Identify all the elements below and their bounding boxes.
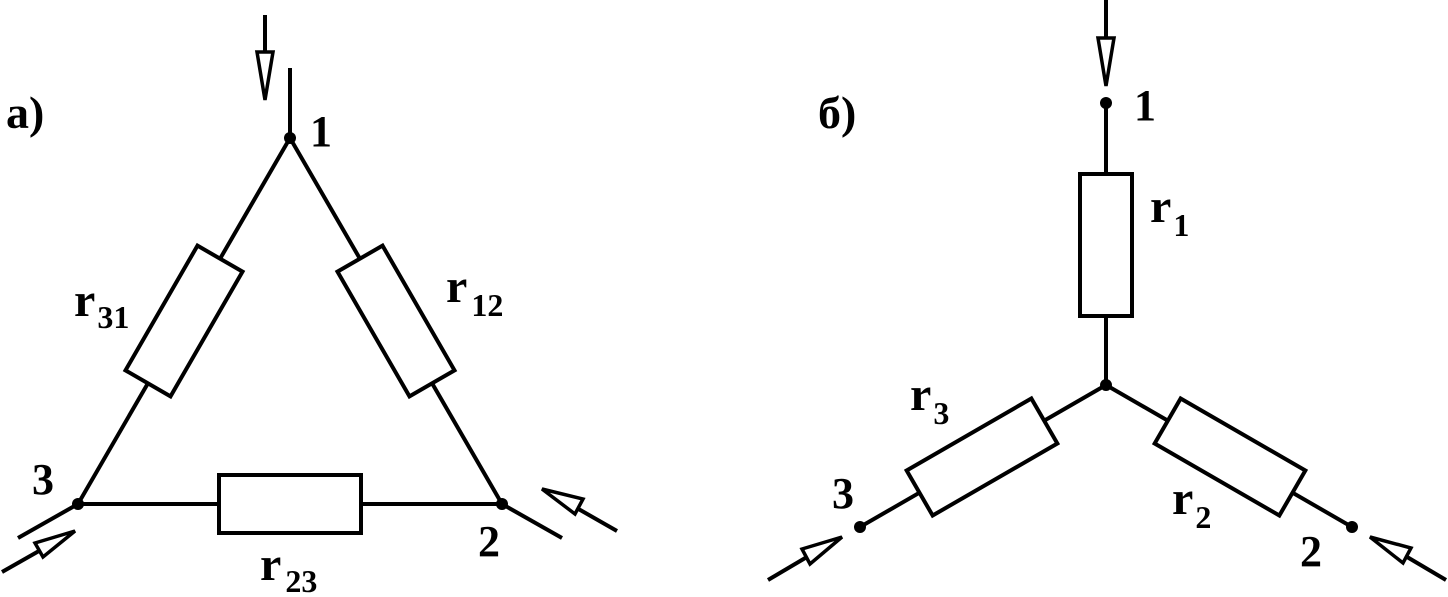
- r23-letter: r: [260, 538, 281, 591]
- star-terminal-1: [1100, 97, 1112, 109]
- delta-node-2-label: 2: [478, 517, 500, 566]
- r1-letter: r: [1150, 180, 1171, 233]
- star-node-1-label: 1: [1134, 81, 1156, 130]
- resistor-r31: [122, 242, 246, 400]
- delta-panel-label: а): [6, 87, 44, 138]
- delta-node-1-label: 1: [310, 107, 332, 156]
- resistor-r1: [1078, 172, 1134, 318]
- delta-node-3: [72, 498, 84, 510]
- star-node-2-label: 2: [1300, 527, 1322, 576]
- star-panel-label: б): [818, 87, 856, 138]
- resistor-r23: [217, 473, 363, 535]
- resistor-r12: [334, 242, 458, 400]
- delta-node-1: [284, 132, 296, 144]
- star-r3-label: r3: [910, 368, 949, 431]
- r12-subscript: 12: [471, 287, 503, 323]
- r12-letter: r: [446, 260, 467, 313]
- star-arrow-in-2: [1368, 535, 1448, 582]
- delta-node-2: [496, 498, 508, 510]
- star-terminal-3: [854, 521, 866, 533]
- resistor-r2: [1151, 395, 1309, 519]
- r3-subscript: 3: [933, 395, 949, 431]
- r2-letter: r: [1172, 472, 1193, 525]
- delta-arrow-in-3: [1, 529, 77, 574]
- r1-subscript: 1: [1173, 207, 1189, 243]
- r2-subscript: 2: [1195, 499, 1211, 535]
- star-circuit: б) 1 3 2 r1 r3 r2: [766, 0, 1448, 582]
- star-r2-label: r2: [1172, 472, 1211, 535]
- delta-arrow-in-2: [540, 487, 618, 533]
- star-arrow-in-3: [766, 535, 844, 582]
- star-r1-label: r1: [1150, 180, 1189, 243]
- delta-arrow-in-1: [254, 15, 276, 101]
- r31-subscript: 31: [97, 299, 129, 335]
- star-center-node: [1100, 379, 1112, 391]
- delta-node-3-label: 3: [32, 455, 54, 504]
- r23-subscript: 23: [285, 563, 317, 597]
- r3-letter: r: [910, 368, 931, 421]
- resistor-r3: [903, 395, 1061, 519]
- r31-letter: r: [74, 274, 95, 327]
- delta-lead-2: [501, 502, 563, 540]
- star-terminal-2: [1346, 521, 1358, 533]
- star-node-3-label: 3: [832, 469, 854, 518]
- delta-lead-3: [17, 502, 79, 540]
- star-arrow-in-1: [1095, 0, 1117, 87]
- delta-r31-label: r31: [74, 274, 129, 335]
